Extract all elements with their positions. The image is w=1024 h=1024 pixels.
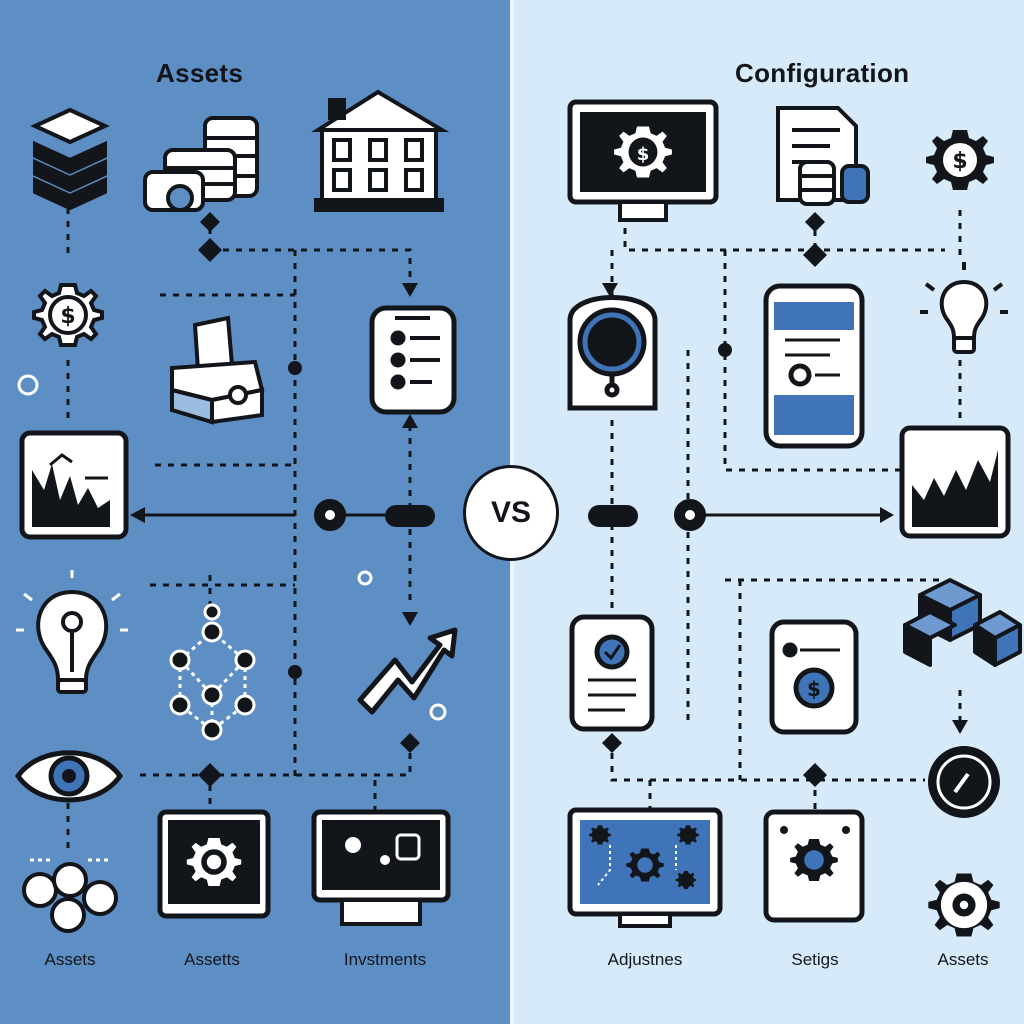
svg-text:$: $ [952,149,967,174]
right-label-2: Setigs [791,950,839,969]
monitor-dashboard-icon [311,809,451,926]
left-label-2: Assetts [184,950,240,969]
bank-building-icon [311,89,450,212]
monitor-gear-dollar-icon: $ [567,99,719,222]
mobile-dollar-icon: $ [769,619,859,735]
dial-icon [928,746,1000,818]
mobile-check-icon [569,614,655,732]
right-panel-title: Configuration [735,58,910,88]
dollar-gear-icon: $ [926,130,994,190]
cubes-icon [903,578,1022,667]
right-label-1: Adjustnes [607,950,683,969]
svg-text:$: $ [807,677,821,701]
gear-card-icon [763,809,865,923]
svg-text:$: $ [60,304,75,329]
svg-text:$: $ [637,144,650,165]
left-label-3: Invstments [343,950,427,969]
coins-icon [22,858,118,933]
monitor-gear-icon [157,809,271,919]
eye-icon [14,750,124,803]
monitor-gears-icon [567,807,723,928]
smart-speaker-icon [567,295,658,411]
network-nodes-icon [169,603,256,741]
growth-arrow-icon [357,627,458,715]
ballot-box-icon [170,315,265,425]
document-coins-icon [776,106,870,206]
vs-badge: VS [463,465,559,561]
coin-stacks-icon [143,116,259,212]
mobile-card-icon [763,283,865,449]
dollar-gear-icon: $ [32,283,104,347]
mobile-list-icon [369,305,457,415]
bar-chart-icon [899,425,1011,539]
lightbulb-icon [920,262,1008,354]
right-label-3: Assets [937,950,989,969]
stacked-documents-icon [30,107,110,211]
left-panel-title: Assets [156,58,244,88]
gear-icon [928,873,1000,937]
lightbulb-icon [16,570,128,694]
left-label-1: Assets [44,950,96,969]
bar-chart-icon [19,430,129,540]
